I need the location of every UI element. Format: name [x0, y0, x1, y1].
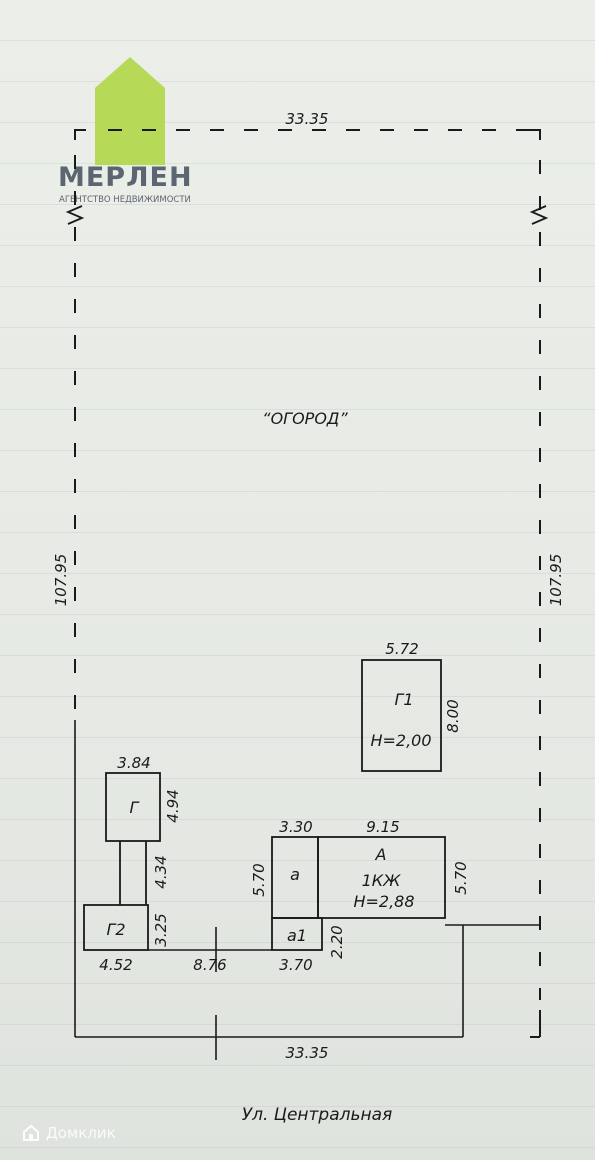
street-label: Ул. Центральная	[242, 1105, 393, 1125]
building-g1	[361, 659, 442, 772]
building-a-main-depth: 5.70	[452, 861, 470, 894]
building-g2-width: 4.52	[99, 956, 132, 974]
building-g-neck-length: 4.34	[152, 855, 170, 888]
plot-boundary	[74, 129, 541, 1038]
building-g1-name: Г1	[394, 690, 413, 709]
plot-bottom-width: 33.35	[286, 1044, 329, 1062]
plot-right-length: 107.95	[547, 554, 565, 607]
building-g2-depth: 3.25	[152, 913, 170, 946]
domclick-icon	[23, 1124, 39, 1141]
plot-solid-boundary	[74, 720, 540, 1060]
merlen-logo: МЕРЛЕН АГЕНТСТВО НЕДВИЖИМОСТИ	[58, 57, 193, 205]
building-a-main-type: 1КЖ	[362, 871, 402, 890]
plot-top-width: 33.35	[286, 110, 329, 128]
building-g1-height: H=2,00	[370, 731, 431, 750]
house-logo-icon	[95, 57, 165, 165]
building-a-main-name: А	[375, 845, 387, 864]
building-a1-width: 3.70	[279, 956, 312, 974]
building-a1-name: а1	[287, 926, 307, 945]
building-a1	[271, 917, 323, 951]
building-g2	[83, 904, 149, 951]
building-a-small-depth: 5.70	[250, 863, 268, 896]
building-g	[105, 772, 161, 842]
plot-left-length: 107.95	[52, 554, 70, 607]
building-a-main-height: H=2,88	[353, 892, 414, 911]
logo-name: МЕРЛЕН	[58, 162, 193, 193]
building-a-small-width: 3.30	[279, 818, 312, 836]
building-a1-depth: 2.20	[328, 925, 346, 958]
building-g1-width: 5.72	[385, 640, 418, 658]
building-g-name: Г	[130, 798, 140, 817]
break-marks	[65, 205, 549, 225]
building-g2-name: Г2	[106, 920, 125, 939]
domclick-watermark: Домклик	[22, 1124, 116, 1142]
building-a-main-width: 9.15	[366, 818, 399, 836]
building-g-depth: 4.94	[164, 789, 182, 822]
logo-subtitle: АГЕНТСТВО НЕДВИЖИМОСТИ	[59, 195, 191, 205]
domclick-text: Домклик	[46, 1124, 116, 1142]
building-g1-depth: 8.00	[444, 699, 462, 732]
garden-label: “ОГОРОД”	[262, 409, 348, 428]
building-a-small-name: а	[290, 865, 300, 884]
building-a-main	[317, 836, 446, 919]
gap-distance: 8.76	[193, 956, 226, 974]
building-g-width: 3.84	[117, 754, 150, 772]
